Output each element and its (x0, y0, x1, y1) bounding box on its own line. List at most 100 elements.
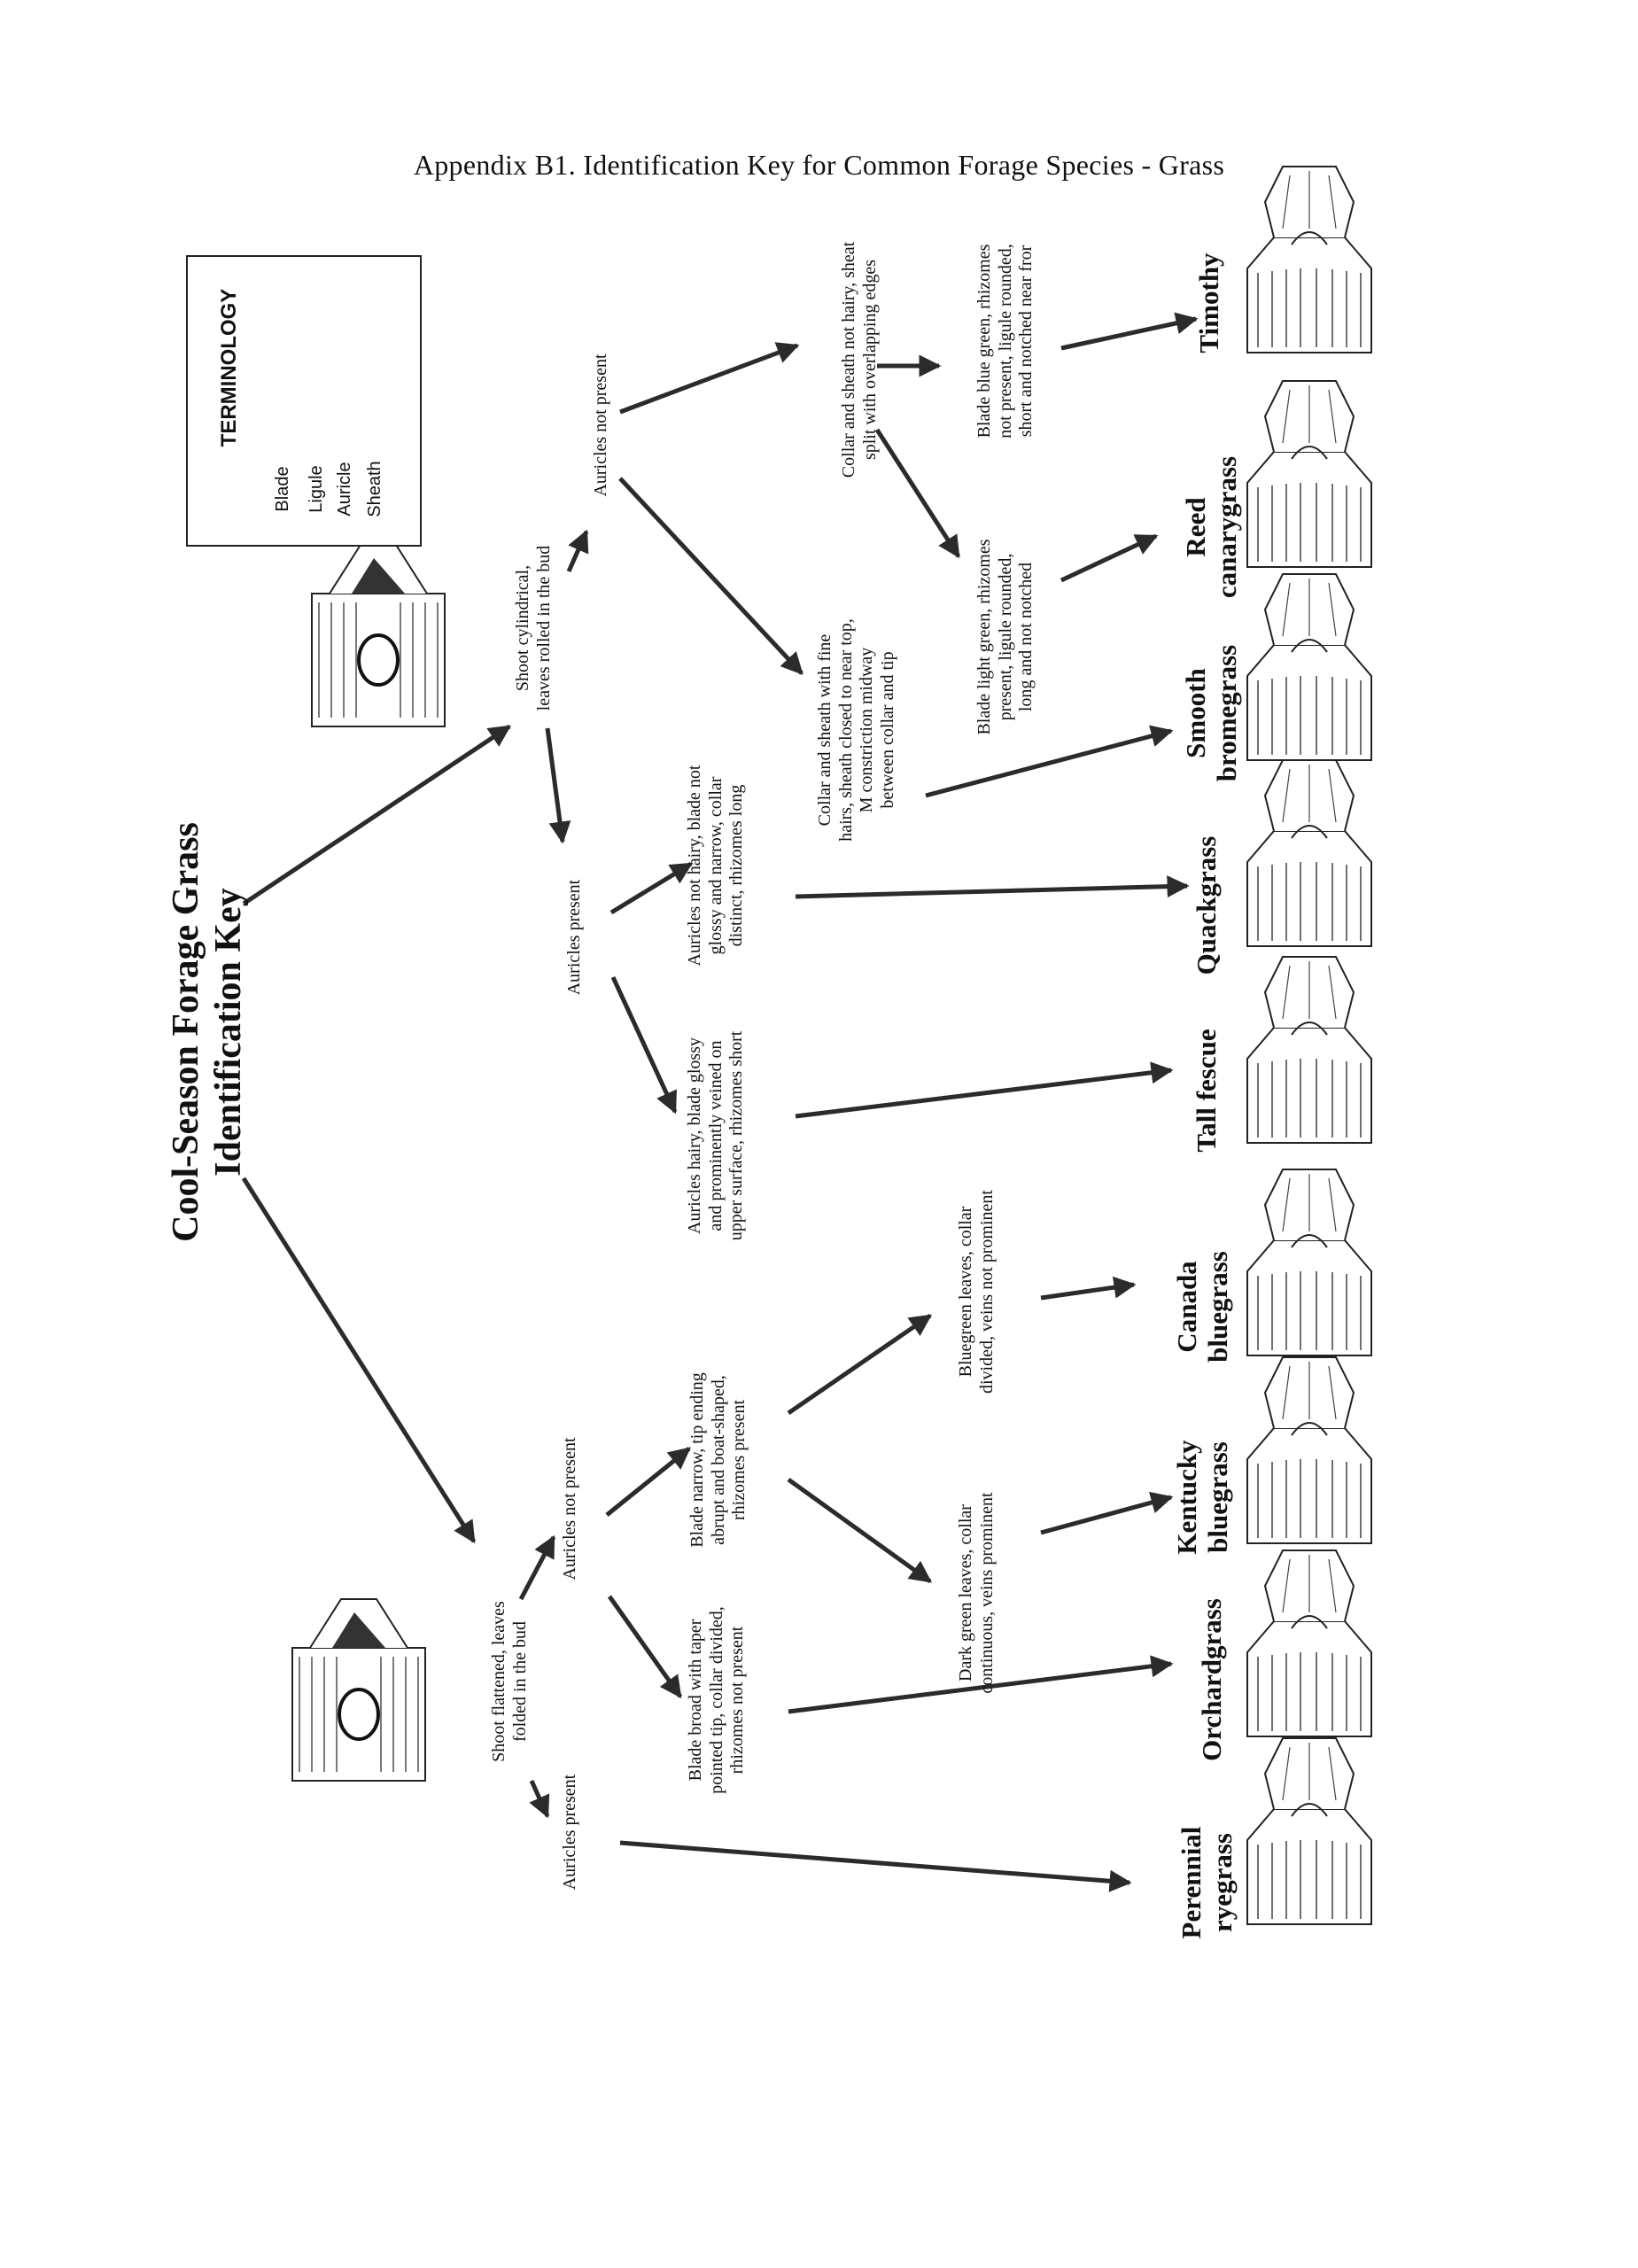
node-text: distinct, rhizomes long (726, 784, 747, 947)
species-text: Kentucky (1171, 1440, 1202, 1555)
node-text: Auricles hairy, blade glossy (685, 1037, 704, 1234)
node-auricles-not-hairy: Auricles not hairy, blade not glossy and… (685, 733, 754, 998)
species-reed-canarygrass: Reed canarygrass (1180, 439, 1248, 616)
species-text: bluegrass (1201, 1441, 1233, 1553)
node-shoot-flattened: Shoot flattened, leaves folded in the bu… (489, 1566, 535, 1797)
arrow-cyl-to-notpresent (566, 529, 589, 573)
node-flat-auricles-present: Auricles present (560, 1744, 583, 1921)
arrow-nothairy-to-quack (795, 875, 1190, 899)
key-title-line-2: Identification Key (208, 888, 250, 1177)
arrow-bluegreen-to-canada (1040, 1276, 1137, 1301)
node-text: Collar and sheath with fine (815, 633, 835, 827)
node-text: Blade blue green, rhizomes (974, 244, 994, 439)
species-kentucky-bluegrass: Kentucky bluegrass (1171, 1413, 1239, 1581)
key-title-line-1: Cool-Season Forage Grass (166, 822, 206, 1242)
node-blade-broad: Blade broad with taper pointed tip, coll… (686, 1585, 755, 1815)
arrow-cyl-to-present (545, 727, 571, 844)
node-shoot-cylindrical: Shoot cylindrical, leaves rolled in the … (513, 513, 559, 743)
species-text: Quackgrass (1191, 835, 1222, 975)
node-collar-not-hairy: Collar and sheath not hairy, sheat split… (839, 218, 885, 501)
node-text: M constriction midway (857, 647, 877, 813)
species-text: bluegrass (1201, 1251, 1233, 1363)
node-text: divided, veins not prominent (976, 1190, 997, 1394)
arrow-hairy-to-tallfescue (795, 1061, 1174, 1119)
arrow-present-to-ryegrass (619, 1840, 1132, 1892)
arrow-nothairy-to-lightgreen (874, 428, 961, 559)
tall-fescue-drawing (1246, 956, 1372, 1144)
species-smooth-bromegrass: Smooth bromegrass (1180, 625, 1248, 802)
species-text: canarygrass (1210, 455, 1242, 599)
arrow-narrow-to-darkgreen (787, 1477, 933, 1584)
terminology-label-sheath: Sheath (365, 461, 384, 517)
node-text: Dark green leaves, collar (956, 1504, 975, 1682)
node-collar-fine-hairs: Collar and sheath with fine hairs, sheat… (815, 588, 907, 872)
node-text: Collar and sheath not hairy, sheat (839, 241, 858, 478)
arrow-narrow-to-bluegreen (787, 1313, 933, 1416)
terminology-label-blade: Blade (273, 466, 292, 512)
terminology-title: TERMINOLOGY (217, 288, 241, 447)
node-text: Shoot cylindrical, (513, 564, 532, 692)
species-canada-bluegrass: Canada bluegrass (1171, 1227, 1239, 1386)
timothy-drawing (1246, 166, 1372, 353)
node-text: Blade narrow, tip ending (687, 1372, 707, 1548)
arrow-flat-to-present (529, 1779, 550, 1819)
node-text: continuous, veins prominent (976, 1492, 997, 1694)
arrow-notpresent-to-finehairs (618, 477, 803, 675)
perennial-ryegrass-drawing (1246, 1737, 1372, 1925)
page-title: Appendix B1. Identification Key for Comm… (413, 149, 1225, 181)
species-timothy: Timothy (1193, 232, 1228, 374)
species-text: Smooth (1180, 668, 1211, 758)
arrow-present-to-hairy (610, 975, 678, 1115)
node-text: between collar and tip (877, 651, 897, 809)
arrow-bluegreen-to-timothy (1060, 312, 1199, 351)
node-text: Auricles not present (560, 1437, 579, 1581)
species-perennial-ryegrass: Perennial ryegrass (1176, 1798, 1244, 1967)
species-text: Reed (1180, 497, 1211, 557)
node-cyl-auricles-not-present: Auricles not present (591, 328, 614, 523)
node-text: split with overlapping edges (859, 259, 880, 461)
species-text: Timothy (1193, 252, 1224, 353)
node-text: rhizomes not present (727, 1626, 748, 1775)
node-text: Blade light green, rhizomes (974, 539, 994, 735)
species-text: ryegrass (1206, 1833, 1238, 1932)
species-quackgrass: Quackgrass (1191, 817, 1225, 994)
node-text: Shoot flattened, leaves (489, 1601, 508, 1762)
node-text: present, ligule rounded, (995, 553, 1015, 721)
node-text: Blade broad with taper (686, 1619, 705, 1782)
arrow-broad-to-orchard (788, 1655, 1174, 1714)
node-auricles-hairy: Auricles hairy, blade glossy and promine… (685, 1003, 754, 1269)
node-text: Auricles present (564, 879, 584, 996)
terminology-box (186, 255, 422, 547)
species-text: Tall fescue (1191, 1029, 1222, 1153)
node-blade-narrow: Blade narrow, tip ending abrupt and boat… (687, 1354, 757, 1566)
node-dark-green-leaves: Dark green leaves, collar continuous, ve… (956, 1460, 1002, 1726)
arrow-finehairs-to-smooth (925, 725, 1174, 798)
node-text: short and notched near fror (1016, 245, 1036, 438)
node-text: long and not notched (1016, 562, 1036, 712)
species-tall-fescue: Tall fescue (1191, 1002, 1225, 1179)
node-text: Auricles not hairy, blade not (685, 765, 704, 967)
node-text: leaves rolled in the bud (533, 545, 554, 711)
canada-bluegrass-drawing (1246, 1169, 1372, 1356)
arrow-lightgreen-to-reed (1060, 533, 1159, 583)
arrow-darkgreen-to-kentucky (1040, 1491, 1174, 1535)
species-text: Orchardgrass (1196, 1598, 1227, 1761)
node-flat-auricles-not-present: Auricles not present (560, 1411, 583, 1606)
arrow-present-to-nothairy (609, 861, 694, 915)
node-text: rhizomes present (729, 1399, 749, 1521)
node-text: and prominently veined on (705, 1040, 726, 1231)
terminology-label-ligule: Ligule (307, 465, 326, 513)
node-blade-light-green: Blade light green, rhizomes present, lig… (974, 495, 1044, 779)
node-text: Bluegreen leaves, collar (956, 1206, 975, 1378)
species-text: Canada (1171, 1261, 1202, 1353)
node-text: glossy and narrow, collar (705, 776, 726, 955)
node-text: upper surface, rhizomes short (726, 1030, 747, 1241)
arrow-notpresent-to-nothairy (619, 342, 800, 415)
arrow-key-to-cylindrical (242, 724, 512, 906)
arrow-notpresent-to-broad (607, 1595, 683, 1699)
orchardgrass-drawing (1246, 1550, 1372, 1737)
node-bluegreen-leaves: Bluegreen leaves, collar divided, veins … (956, 1159, 1002, 1425)
node-text: not present, ligule rounded, (995, 244, 1015, 439)
species-text: Perennial (1176, 1826, 1207, 1939)
key-arrows (241, 312, 1199, 1892)
